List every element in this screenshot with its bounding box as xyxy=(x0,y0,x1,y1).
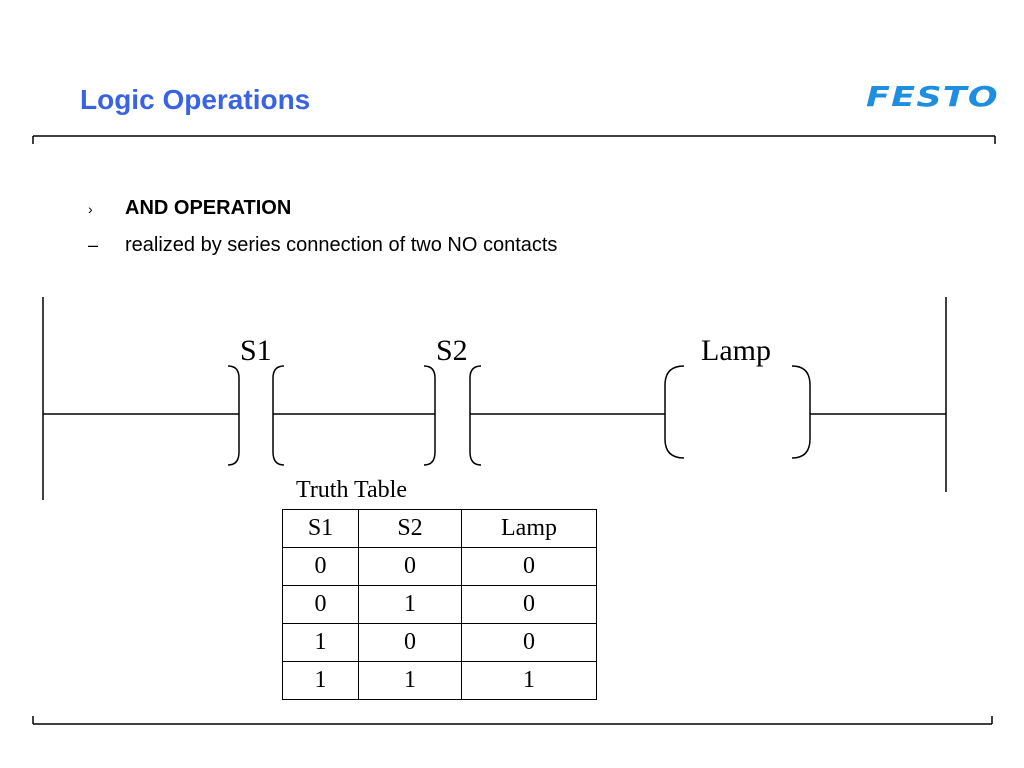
table-cell: 1 xyxy=(358,661,462,700)
table-cell: 0 xyxy=(358,547,462,586)
table-cell: 0 xyxy=(282,585,359,624)
table-cell: 0 xyxy=(461,623,597,662)
table-row: 0 0 0 xyxy=(282,547,597,586)
contact-s1-label: S1 xyxy=(240,334,272,367)
dash-marker: – xyxy=(88,235,99,255)
contact-s1-symbol xyxy=(227,365,285,466)
lamp-label: Lamp xyxy=(701,334,771,367)
contact-s2-label: S2 xyxy=(436,334,468,367)
table-cell: 1 xyxy=(282,623,359,662)
lamp-coil-symbol xyxy=(664,365,811,459)
table-cell: 0 xyxy=(282,547,359,586)
table-cell: 1 xyxy=(461,661,597,700)
bullet-series-connection: – realized by series connection of two NO… xyxy=(88,234,557,257)
bullet-text: realized by series connection of two NO … xyxy=(125,234,558,256)
bullet-and-operation: › AND OPERATION xyxy=(88,197,291,220)
page-title: Logic Operations xyxy=(80,84,311,115)
bullet-text: AND OPERATION xyxy=(125,197,292,219)
header-cell: S1 xyxy=(282,509,359,548)
table-row: 0 1 0 xyxy=(282,585,597,624)
table-cell: 1 xyxy=(282,661,359,700)
table-cell: 0 xyxy=(358,623,462,662)
header-cell: Lamp xyxy=(461,509,597,548)
table-cell: 1 xyxy=(358,585,462,624)
table-row: 1 0 0 xyxy=(282,623,597,662)
table-row: 1 1 1 xyxy=(282,661,597,700)
festo-logo: FESTO xyxy=(866,80,999,113)
table-cell: 0 xyxy=(461,585,597,624)
contact-s2-symbol xyxy=(423,365,482,466)
truth-table: S1 S2 Lamp 0 0 0 0 1 0 1 0 0 1 1 1 xyxy=(282,509,597,700)
table-cell: 0 xyxy=(461,547,597,586)
header-cell: S2 xyxy=(358,509,462,548)
truth-table-caption: Truth Table xyxy=(296,477,407,503)
table-header-row: S1 S2 Lamp xyxy=(282,509,597,548)
bullet-marker: › xyxy=(88,201,93,217)
